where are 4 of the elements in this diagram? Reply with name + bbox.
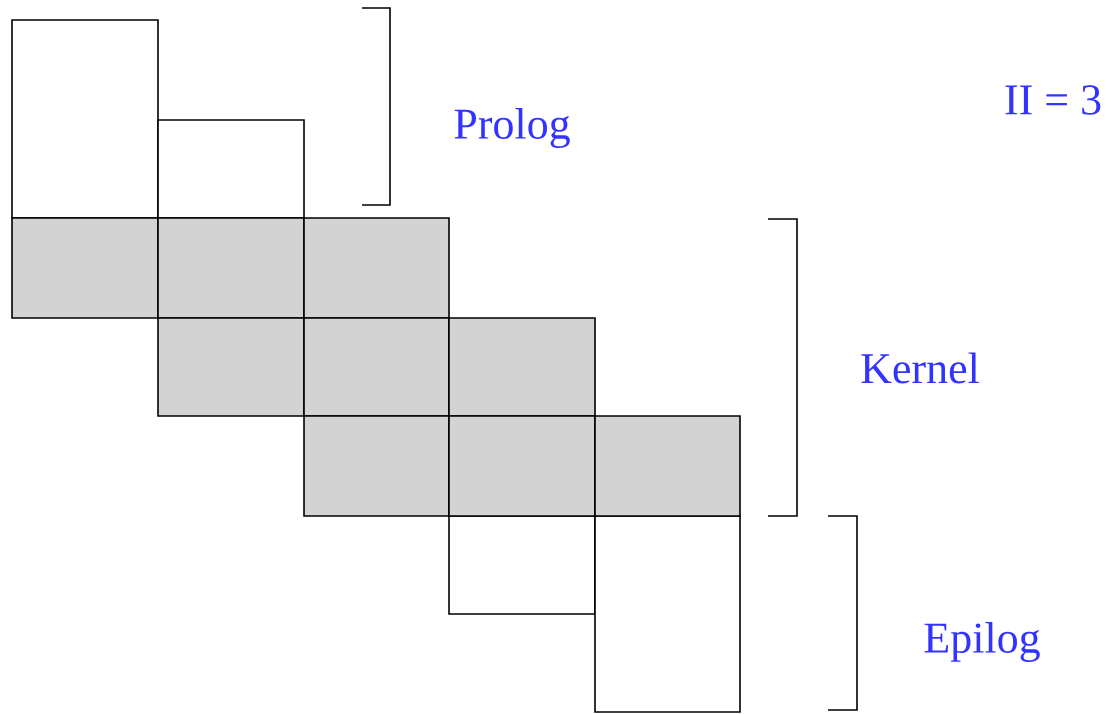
phase-label: Kernel [861,352,979,384]
phase-label: Epilog [924,622,1040,662]
phase-label: Prolog [454,108,570,148]
phase-label: II = 3 [1005,85,1101,115]
